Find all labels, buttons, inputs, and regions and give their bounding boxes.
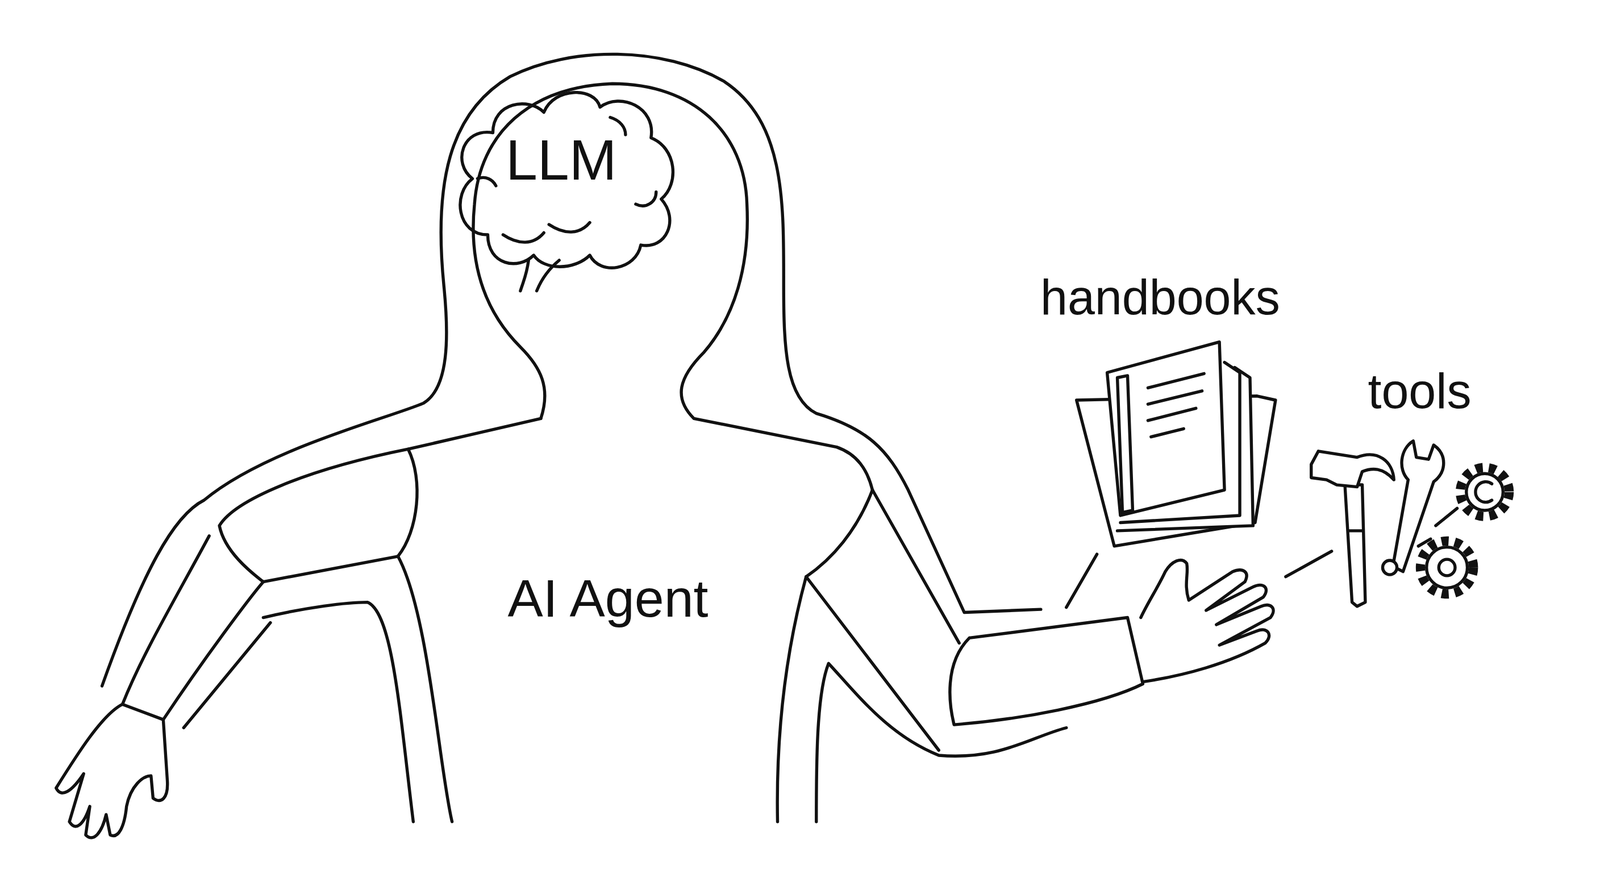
leader-line bbox=[1285, 551, 1332, 577]
agent-figure-node: LLM AI Agent bbox=[51, 40, 1276, 873]
brain-contour bbox=[460, 92, 673, 268]
right-sleeve bbox=[806, 489, 873, 577]
agent-label: AI Agent bbox=[507, 568, 708, 628]
left-hand bbox=[56, 703, 168, 838]
hammer-handle bbox=[1344, 484, 1366, 607]
llm-label: LLM bbox=[505, 128, 618, 192]
leader-line bbox=[1066, 553, 1098, 607]
book-text-line bbox=[1151, 428, 1184, 437]
gear-teeth bbox=[1460, 467, 1510, 517]
gear-hub bbox=[1475, 481, 1493, 503]
book-text-line bbox=[1147, 407, 1196, 421]
gear-body bbox=[1466, 473, 1504, 511]
left-shoulder bbox=[219, 418, 541, 582]
right-forearm bbox=[950, 617, 1144, 725]
tools-icon bbox=[1311, 440, 1510, 607]
torso-right bbox=[777, 576, 807, 822]
gear-teeth bbox=[1420, 540, 1474, 594]
book-text-line bbox=[1147, 373, 1204, 388]
book-page bbox=[1117, 375, 1133, 513]
hammer-grip bbox=[1348, 528, 1364, 532]
body-outer-contour bbox=[102, 53, 1041, 686]
handbooks-icon bbox=[1076, 342, 1276, 547]
book-text-line bbox=[1147, 390, 1202, 404]
component-label: handbooks bbox=[1040, 271, 1281, 325]
gear-hub bbox=[1438, 559, 1456, 576]
left-arm bbox=[122, 535, 210, 720]
brain-fold bbox=[548, 222, 590, 233]
brain-fold bbox=[635, 192, 657, 207]
wrench-hole bbox=[1382, 560, 1397, 575]
right-arm-inner bbox=[806, 576, 939, 750]
component-label: tools bbox=[1367, 364, 1472, 419]
torso-right-inner bbox=[816, 663, 1067, 822]
brain-fold bbox=[502, 232, 544, 243]
head-inner-contour bbox=[473, 83, 873, 490]
gear-body bbox=[1426, 547, 1468, 589]
torso-left bbox=[397, 556, 452, 822]
hammer-head bbox=[1311, 451, 1394, 487]
right-upper-arm bbox=[872, 489, 960, 643]
agent-figure bbox=[51, 40, 1276, 873]
brain-fold bbox=[477, 177, 496, 186]
left-sleeve-seam bbox=[397, 448, 418, 557]
torso-left-inner bbox=[263, 602, 414, 822]
left-arm bbox=[183, 622, 271, 728]
gear-link bbox=[1435, 507, 1458, 526]
brain-stem bbox=[536, 260, 560, 291]
right-hand bbox=[1140, 559, 1274, 682]
brain-node: LLM bbox=[447, 81, 682, 291]
book-cover bbox=[1107, 342, 1225, 516]
brain-stem bbox=[520, 260, 529, 291]
